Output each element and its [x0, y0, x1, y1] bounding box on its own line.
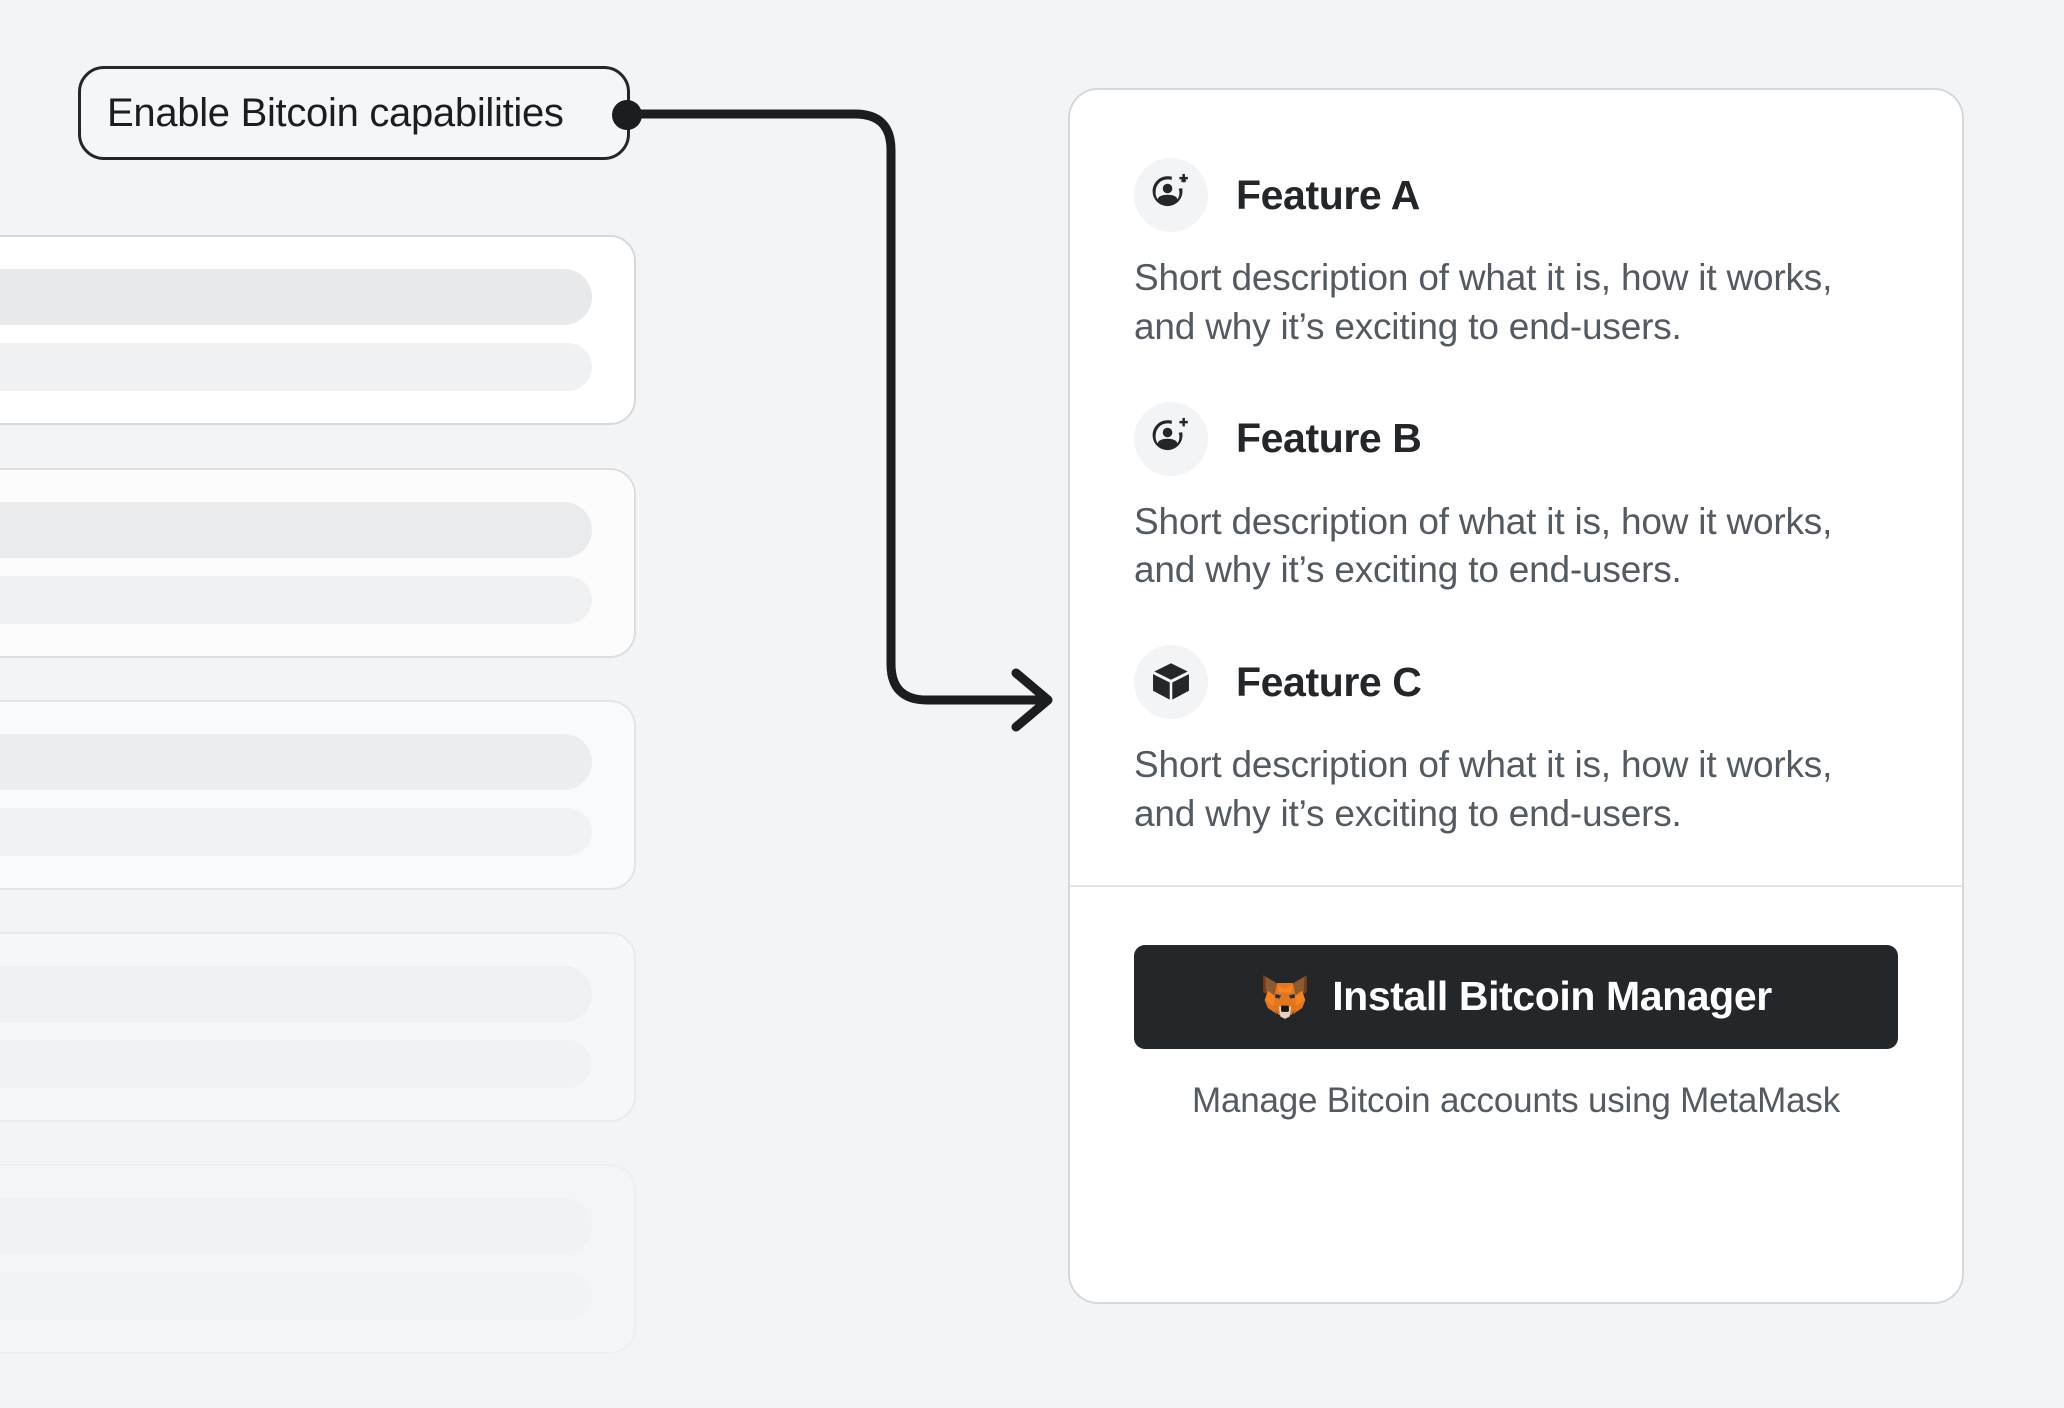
install-bitcoin-manager-button[interactable]: Install Bitcoin Manager: [1134, 944, 1898, 1049]
add-user-icon: [1134, 401, 1208, 476]
feature-header: Feature C: [1134, 645, 1898, 720]
footer-caption: Manage Bitcoin accounts using MetaMask: [1191, 1080, 1841, 1120]
skeleton-card: [0, 1164, 636, 1354]
feature-item: Feature C Short description of what it i…: [1134, 645, 1898, 839]
metamask-fox-icon: [1260, 973, 1310, 1021]
skeleton-card-list: [0, 0, 640, 1408]
skeleton-bar-wide: [0, 734, 592, 790]
skeleton-card: [0, 700, 636, 890]
skeleton-bar-wide: [0, 269, 592, 325]
install-button-label: Install Bitcoin Manager: [1332, 973, 1772, 1020]
skeleton-bar-short: [0, 1040, 592, 1088]
skeleton-bar-wide: [0, 502, 592, 558]
skeleton-bar-wide: [0, 966, 592, 1022]
skeleton-bar-short: [0, 576, 592, 624]
cube-icon: [1134, 645, 1208, 720]
skeleton-card: [0, 235, 636, 425]
connector-dot: [612, 100, 642, 130]
feature-title: Feature B: [1236, 415, 1422, 462]
feature-card: Feature A Short description of what it i…: [1068, 88, 1964, 1304]
skeleton-card: [0, 468, 636, 658]
feature-header: Feature B: [1134, 401, 1898, 476]
skeleton-bar-wide: [0, 1198, 592, 1254]
add-user-icon: [1134, 158, 1208, 232]
feature-title: Feature A: [1236, 171, 1420, 218]
skeleton-bar-short: [0, 808, 592, 856]
callout-label: Enable Bitcoin capabilities: [78, 66, 630, 160]
feature-description: Short description of what it is, how it …: [1134, 744, 1833, 835]
feature-title: Feature C: [1236, 658, 1422, 705]
feature-header: Feature A: [1134, 158, 1898, 232]
feature-description: Short description of what it is, how it …: [1134, 500, 1833, 591]
feature-item: Feature A Short description of what it i…: [1134, 158, 1898, 352]
section-divider: [1070, 884, 1962, 887]
skeleton-bar-short: [0, 343, 592, 391]
skeleton-card: [0, 932, 636, 1122]
feature-list: Feature A Short description of what it i…: [1070, 90, 1962, 885]
card-footer: Install Bitcoin Manager Manage Bitcoin a…: [1070, 887, 1962, 1121]
skeleton-bar-short: [0, 1272, 592, 1320]
feature-item: Feature B Short description of what it i…: [1134, 401, 1898, 596]
feature-description: Short description of what it is, how it …: [1134, 257, 1833, 347]
callout-text: Enable Bitcoin capabilities: [107, 90, 564, 135]
